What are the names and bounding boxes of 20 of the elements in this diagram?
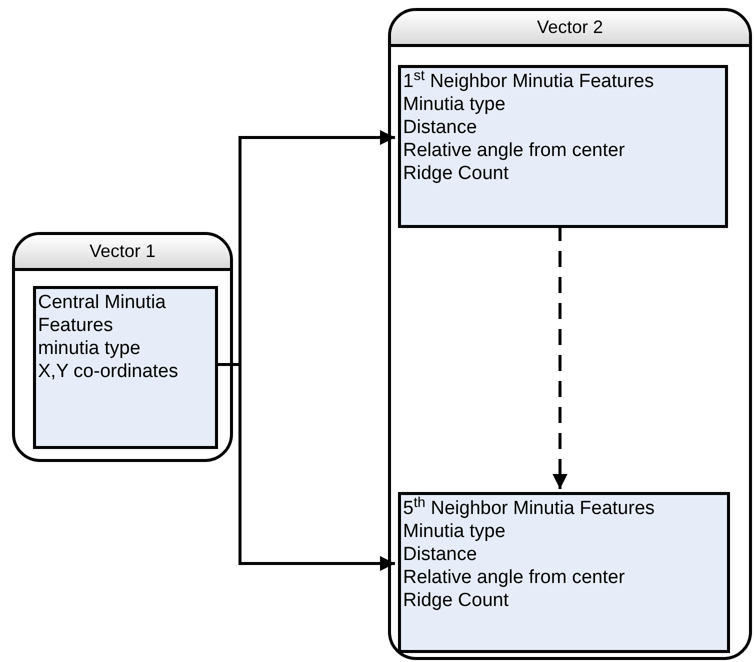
container-panel: [12, 232, 233, 462]
feature-line: Minutia type: [403, 93, 506, 116]
feature-box: [398, 65, 728, 228]
feature-line: Distance: [403, 543, 477, 566]
feature-line: minutia type: [38, 337, 140, 360]
feature-line: Relative angle from center: [403, 139, 625, 162]
feature-box: [33, 286, 218, 449]
feature-line: Ridge Count: [403, 162, 509, 185]
feature-box: [398, 492, 730, 653]
container-header: Vector 1: [15, 235, 230, 271]
container-panel: [388, 8, 752, 660]
feature-heading: 5$^{th}$ Neighbor Minutia Features: [403, 497, 655, 520]
feature-line: X,Y co-ordinates: [38, 360, 178, 383]
feature-heading: 1$^{st}$ Neighbor Minutia Features: [403, 70, 654, 93]
feature-line: Minutia type: [403, 520, 506, 543]
container-header: Vector 2: [391, 11, 749, 47]
feature-line: Ridge Count: [403, 589, 509, 612]
feature-line: Relative angle from center: [403, 566, 625, 589]
feature-line: Distance: [403, 116, 477, 139]
arrow: [552, 225, 568, 489]
